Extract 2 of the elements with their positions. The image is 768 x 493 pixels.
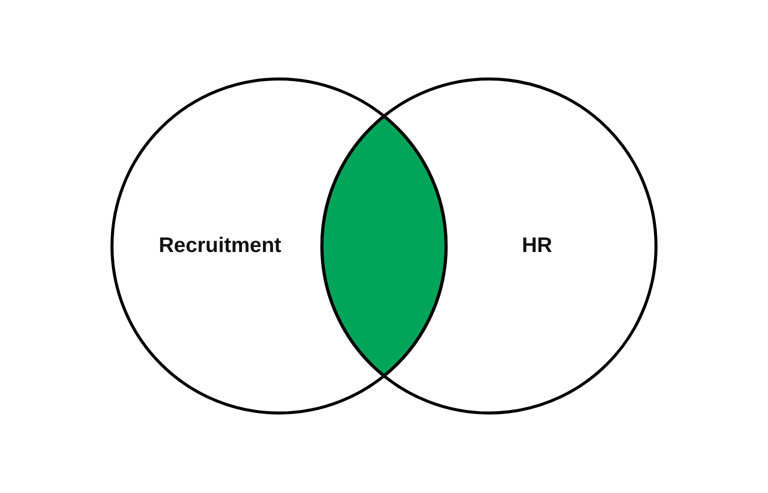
set-label: Recruitment <box>158 234 282 258</box>
set-label: HR <box>522 234 552 258</box>
